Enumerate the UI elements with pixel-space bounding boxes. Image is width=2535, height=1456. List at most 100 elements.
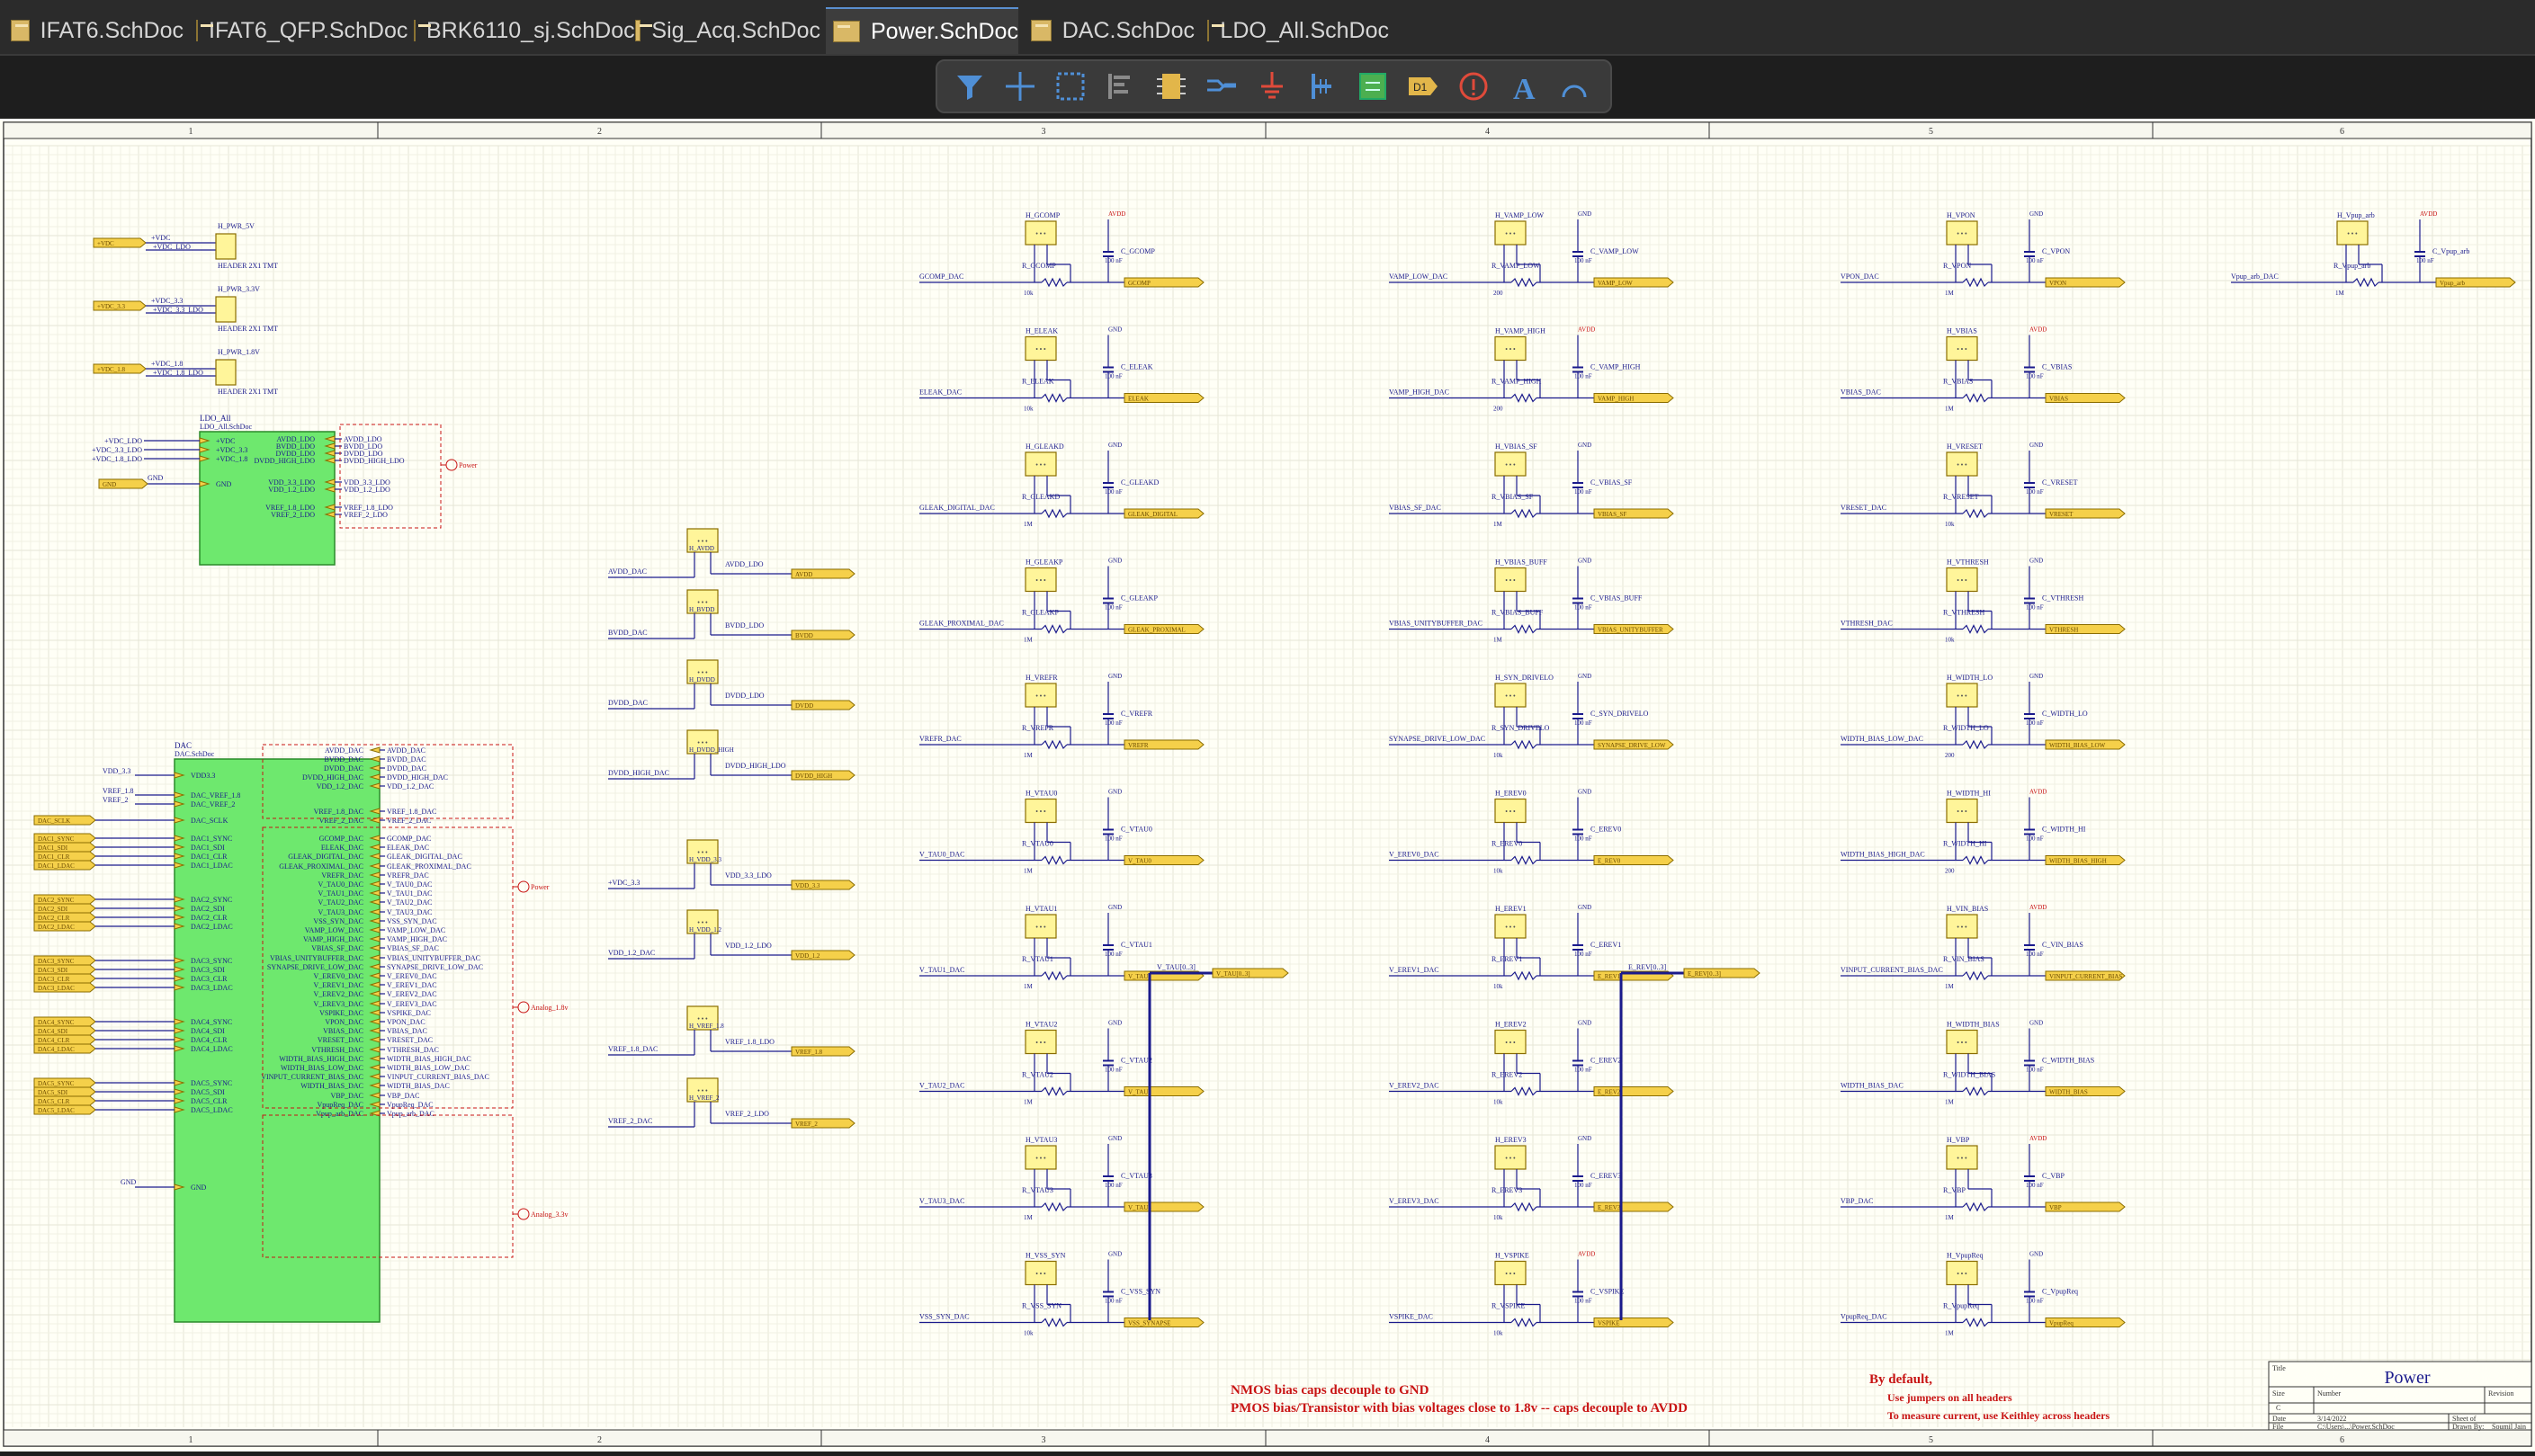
port-shape (791, 1046, 855, 1057)
schematic-text: H_VREF_1.8 (689, 1023, 724, 1030)
supply-header: • • • (686, 839, 719, 864)
schematic-text: DAC1_SDI (191, 844, 225, 852)
resistor-symbol (1962, 1086, 1989, 1096)
header-pins: • • • (1957, 1156, 1967, 1162)
text-icon[interactable]: A (1504, 67, 1544, 106)
bias-cell: H_GLEAKP (1026, 558, 1063, 567)
schematic-text: WIDTH_BIAS_LOW_DAC (1841, 735, 1923, 743)
net-port: DAC5_CLR (33, 1095, 96, 1106)
port-label: GND (103, 481, 116, 488)
align-icon[interactable] (1101, 67, 1141, 106)
schematic-text: 100 nF (2026, 1182, 2044, 1189)
arc-icon[interactable] (1554, 67, 1594, 106)
schematic-text: 100 nF (1574, 1298, 1592, 1305)
bias-header: • • • (1025, 567, 1057, 593)
header-pins: • • • (697, 1016, 708, 1023)
tab-ifat6-schdoc[interactable]: IFAT6.SchDoc (4, 7, 184, 54)
header-pins: • • • (1505, 693, 1516, 700)
schematic-text: VREF_2_LDO (271, 511, 315, 519)
filter-icon[interactable] (950, 67, 990, 106)
schematic-text: VBIAS_DAC (323, 1027, 363, 1035)
net-label-icon[interactable]: D1 (1403, 67, 1443, 106)
schematic-text: +VDC_1.8 (216, 455, 247, 463)
bias-cell: H_EREV1 (1495, 905, 1527, 913)
ruler-label: 5 (1929, 1435, 1933, 1445)
bus-icon[interactable] (1202, 67, 1241, 106)
harness-box (339, 424, 442, 529)
schematic-text: Vpup_arb_DAC (316, 1110, 363, 1118)
svg-text:A: A (1513, 73, 1536, 106)
supply-header: • • • (686, 909, 719, 934)
schematic-text: VBIAS_DAC (387, 1027, 427, 1035)
resistor-zigzag (1041, 855, 1068, 865)
header-body (1946, 914, 1978, 939)
schematic-text: H_VSPIKE (1495, 1252, 1529, 1260)
crosshair-icon[interactable] (1000, 67, 1040, 106)
schematic-text: VTHRESH_DAC (1841, 620, 1893, 628)
tab-ifat6-qfp-schdoc[interactable]: IFAT6_QFP.SchDoc (189, 7, 408, 54)
header-body (1494, 1029, 1527, 1055)
schematic-text: VBIAS_UNITYBUFFER_DAC (270, 954, 363, 962)
schematic-text: VBP_DAC (331, 1092, 363, 1100)
tab-brk6110-sj-schdoc[interactable]: BRK6110_sj.SchDoc (407, 7, 635, 54)
schematic-text: +VDC_1.8_LDO (92, 455, 142, 463)
select-rect-icon[interactable] (1051, 67, 1090, 106)
schematic-text: R_WIDTH_BIAS (1943, 1071, 1995, 1079)
tab-ldo-all-schdoc[interactable]: LDO_All.SchDoc (1200, 7, 1389, 54)
power-port-icon[interactable] (1303, 67, 1342, 106)
resistor-symbol (1041, 624, 1068, 634)
schematic-text: VDD3.3 (191, 772, 215, 780)
schematic-text: GND (2029, 442, 2043, 449)
harness-connector (517, 1208, 530, 1220)
header-body (1494, 567, 1527, 593)
schematic-text: GND (1108, 1020, 1122, 1027)
header-body (686, 839, 719, 864)
directive-icon[interactable] (1454, 67, 1493, 106)
schematic-text: VINPUT_CURRENT_BIAS_DAC (1841, 966, 1943, 974)
net-port: DAC1_SDI (33, 842, 96, 853)
sheet-symbol-icon[interactable] (1353, 67, 1393, 106)
schematic-text: DVDD_DAC (608, 699, 648, 707)
net-port: GCOMP (1124, 277, 1205, 288)
tab-power-schdoc[interactable]: Power.SchDoc (826, 7, 1018, 54)
schematic-text: R_VTAU2 (1022, 1071, 1053, 1079)
tab-dac-schdoc[interactable]: DAC.SchDoc (1024, 7, 1195, 54)
schematic-text: +VDC_LDO (153, 243, 191, 251)
resistor-zigzag (1962, 970, 1989, 981)
schematic-text: 1M (1024, 1099, 1034, 1106)
schematic-text: Revision (2488, 1389, 2513, 1398)
component-icon[interactable] (1151, 67, 1191, 106)
schematic-text: 100 nF (1105, 373, 1123, 380)
schematic-text: 100 nF (1105, 604, 1123, 612)
schematic-text: H_VBIAS_BUFF (1495, 558, 1547, 567)
schematic-text: 100 nF (1574, 604, 1592, 612)
header-body (1025, 683, 1057, 708)
schematic-text: V_EREV2_DAC (387, 990, 437, 998)
schematic-text: R_GLEAKP (1022, 609, 1059, 617)
header-body (1494, 798, 1527, 824)
schematic-doc-icon (414, 20, 431, 41)
schematic-text: +VDC_3.3 (151, 297, 183, 305)
tab-sig-acq-schdoc[interactable]: Sig_Acq.SchDoc (628, 7, 820, 54)
header-pins: • • • (1957, 693, 1967, 700)
schematic-text: GND (1578, 904, 1591, 911)
port-shape (93, 237, 147, 248)
schematic-text: VREF_1.8 (103, 787, 133, 795)
ground-icon[interactable] (1252, 67, 1292, 106)
resistor-symbol (1041, 855, 1068, 865)
schematic-canvas[interactable]: 112233445566+VDC+VDC+VDC_LDOH_PWR_5VHEAD… (0, 119, 2535, 1452)
port-shape (33, 1104, 96, 1115)
schematic-text: SYNAPSE_DRIVE_LOW_DAC (267, 963, 363, 971)
ruler-label: 4 (1485, 127, 1490, 137)
schematic-text: VPON_DAC (325, 1018, 363, 1026)
schematic-text: VAMP_HIGH_DAC (387, 935, 447, 943)
header-body (1494, 451, 1527, 477)
resistor-symbol (1510, 1318, 1537, 1327)
header-pins: • • • (1035, 347, 1046, 353)
schematic-text: 10k (1024, 1330, 1034, 1337)
schematic-text: C_VTAU1 (1121, 941, 1152, 949)
resistor-symbol (1041, 393, 1068, 403)
schematic-text: V_EREV2_DAC (313, 990, 363, 998)
bias-cell: H_EREV2 (1495, 1021, 1527, 1029)
port-label: DAC3_SDI (38, 967, 68, 974)
